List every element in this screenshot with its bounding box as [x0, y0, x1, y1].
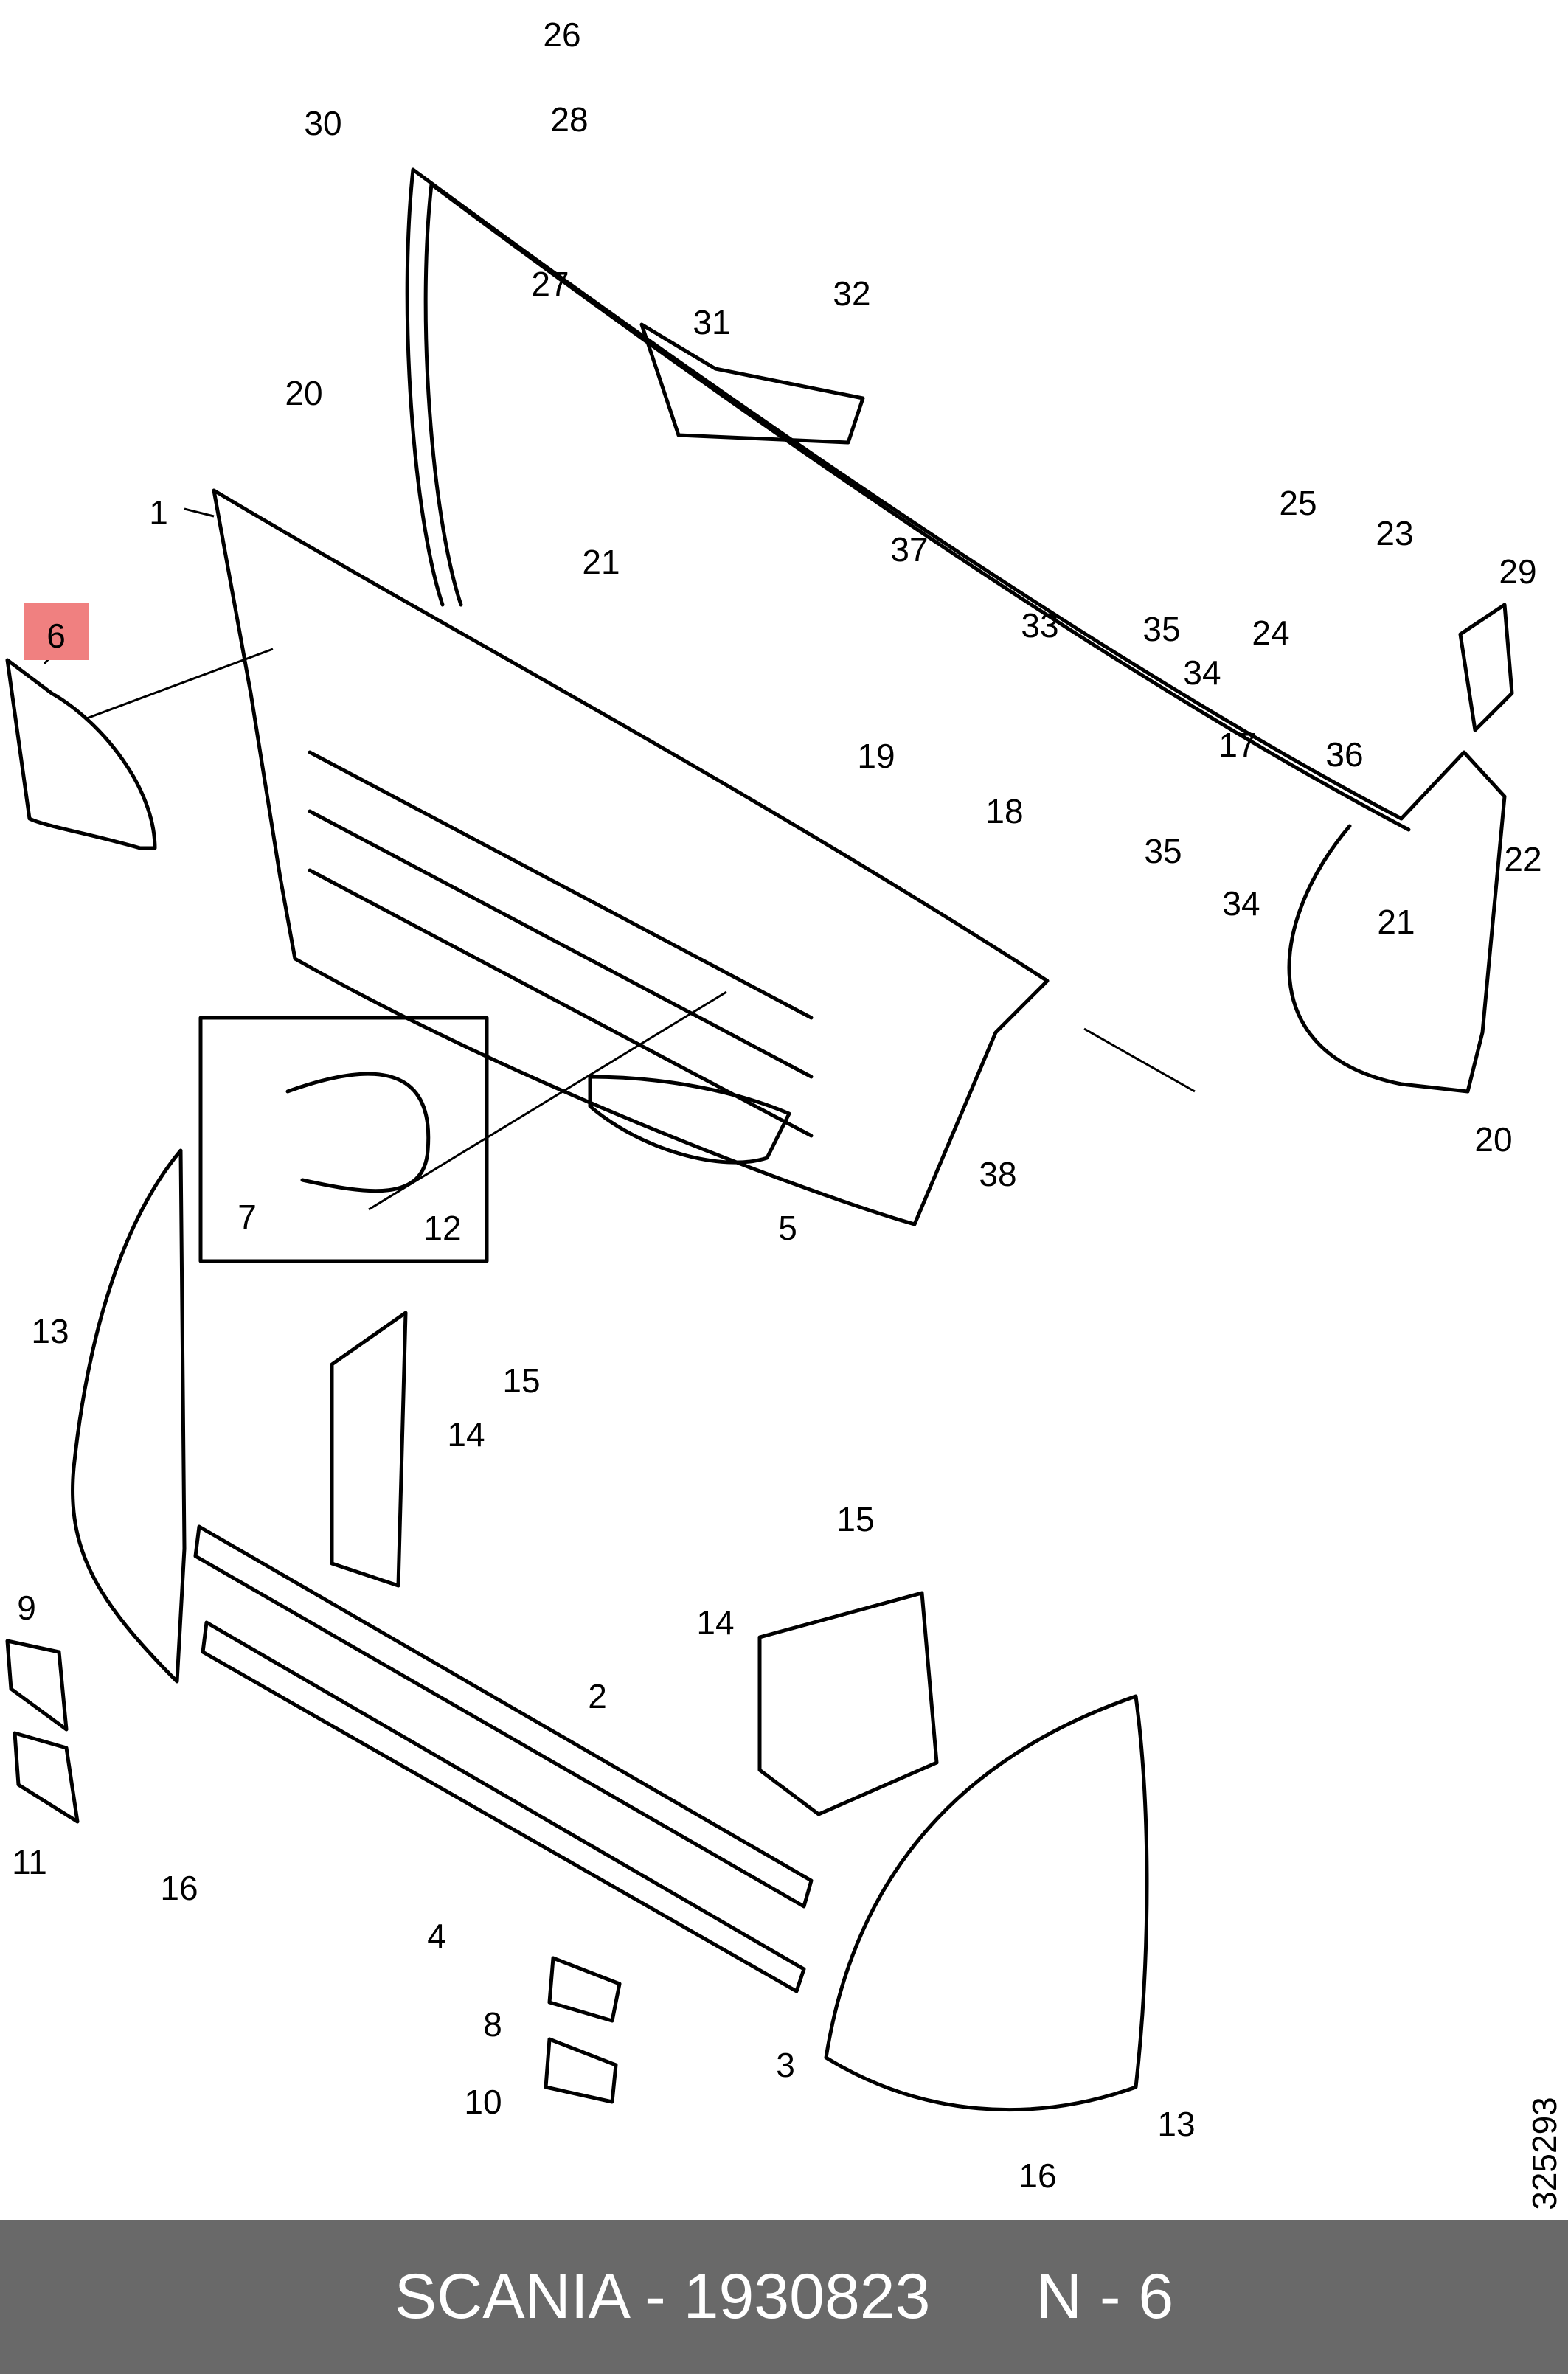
callout-13: 13: [1157, 2105, 1195, 2143]
callout-8: 8: [483, 2005, 502, 2044]
callout-27: 27: [531, 265, 569, 303]
cover-29: [1458, 603, 1514, 732]
callout-34: 34: [1183, 653, 1221, 692]
callout-1: 1: [149, 493, 168, 532]
inset-seal-12: [285, 1072, 431, 1193]
callout-15: 15: [836, 1500, 874, 1538]
footer-suffix: N - 6: [1035, 2261, 1174, 2332]
pad-11: [13, 1731, 80, 1824]
drawing-number: 325293: [1525, 2097, 1564, 2210]
callout-3: 3: [776, 2046, 795, 2084]
callout-4: 4: [427, 1917, 446, 1955]
bracket-14-left: [330, 1311, 408, 1588]
callout-11: 11: [12, 1843, 47, 1881]
callout-10: 10: [464, 2083, 502, 2121]
detail-inset: [198, 1016, 489, 1263]
footer-gap: [930, 2260, 1035, 2333]
callout-6: 6: [46, 617, 66, 655]
callout-16: 16: [160, 1869, 198, 1907]
bumper-2: [193, 1524, 814, 1909]
callout-12: 12: [423, 1209, 461, 1247]
upper-frame: [405, 167, 1411, 832]
corner-panel-13-left: [71, 1148, 187, 1684]
callout-18: 18: [985, 792, 1023, 830]
callout-29: 29: [1499, 552, 1536, 591]
footer-title: SCANIA - 1930823: [394, 2261, 931, 2332]
pad-8: [547, 1956, 622, 2023]
callout-20: 20: [1474, 1120, 1512, 1159]
callout-19: 19: [857, 737, 895, 775]
callout-9: 9: [17, 1589, 36, 1627]
callout-15: 15: [502, 1361, 540, 1400]
callout-5: 5: [778, 1209, 797, 1247]
callout-17: 17: [1218, 726, 1256, 764]
callout-33: 33: [1021, 606, 1058, 645]
callout-32: 32: [833, 274, 870, 313]
parts-diagram: 325293 123456789101112131314141515161617…: [5, 15, 1564, 2210]
callout-28: 28: [550, 100, 588, 139]
corner-panel-13-right: [824, 1694, 1149, 2112]
callout-30: 30: [304, 104, 341, 142]
callout-23: 23: [1376, 514, 1413, 552]
callout-22: 22: [1504, 840, 1541, 878]
callout-38: 38: [979, 1155, 1016, 1193]
callout-7: 7: [237, 1198, 257, 1236]
callout-24: 24: [1252, 614, 1289, 652]
bracket-31: [639, 322, 865, 445]
side-panel-6: [5, 658, 157, 850]
highlight-box: [24, 603, 89, 660]
front-grille: [212, 488, 1050, 1226]
part-outlines: [5, 167, 1514, 2112]
pad-9: [5, 1639, 69, 1732]
callout-13: 13: [31, 1312, 69, 1350]
bracket-14-right: [757, 1591, 939, 1816]
callout-20: 20: [285, 374, 322, 412]
callout-26: 26: [543, 15, 580, 54]
callout-16: 16: [1019, 2156, 1056, 2195]
callout-21: 21: [582, 543, 620, 581]
air-guide-5: [588, 1075, 791, 1165]
callout-35: 35: [1142, 610, 1180, 648]
callout-34: 34: [1222, 884, 1260, 923]
bumper-3: [201, 1620, 806, 1993]
callout-36: 36: [1325, 735, 1363, 774]
grille-slots: [308, 750, 814, 1138]
pad-10: [544, 2037, 618, 2104]
callout-25: 25: [1279, 484, 1317, 522]
callout-2: 2: [588, 1677, 607, 1715]
footer-bar: SCANIA - 1930823 N - 6: [0, 2220, 1568, 2374]
callout-35: 35: [1144, 832, 1182, 870]
callout-14: 14: [447, 1415, 485, 1454]
callout-31: 31: [693, 303, 730, 341]
right-frame-post: [1287, 750, 1507, 1094]
callout-14: 14: [696, 1603, 734, 1642]
callout-21: 21: [1377, 903, 1415, 941]
callout-37: 37: [890, 530, 928, 569]
